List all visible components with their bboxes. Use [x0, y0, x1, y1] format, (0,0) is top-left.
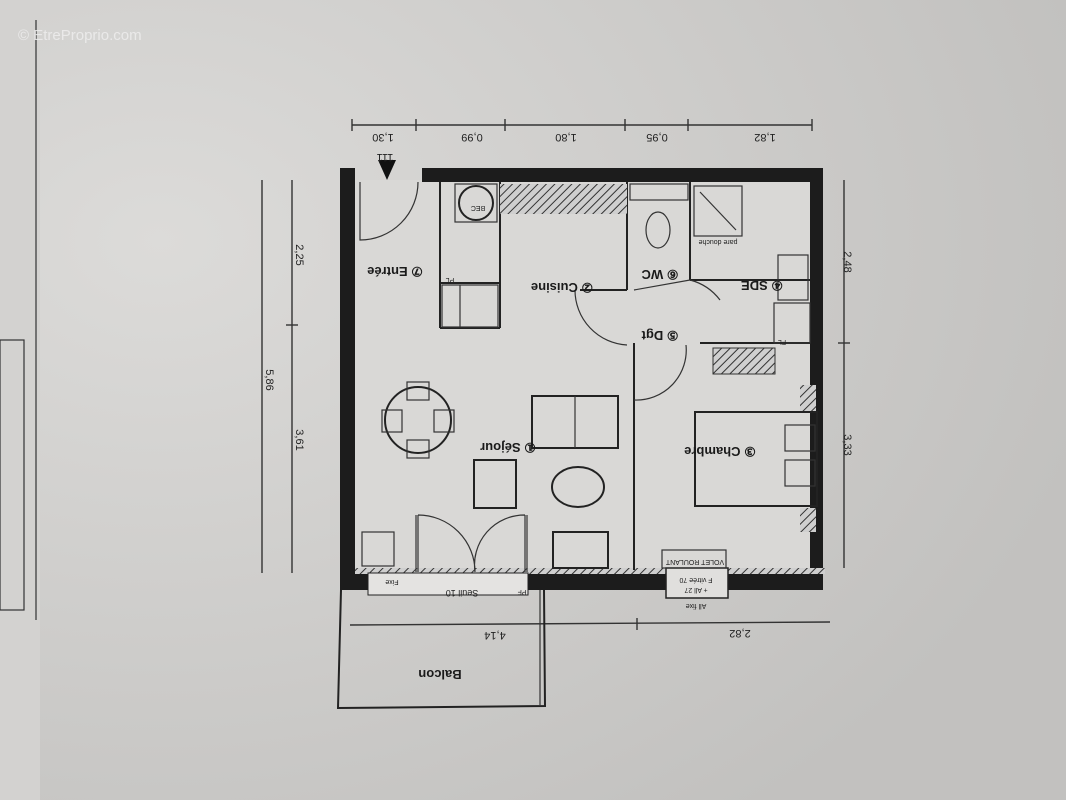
dim-top-5: 1,82 — [754, 131, 775, 143]
window-label-1: F vitrée 70 — [679, 576, 712, 583]
dim-right-2: 3,33 — [841, 434, 853, 455]
room-label-entree: ⑦ Entrée — [367, 264, 423, 279]
dim-top-4: 0,95 — [646, 131, 667, 143]
dim-left-2: 3,61 — [293, 429, 305, 450]
room-label-sde: ④ SDE — [741, 278, 783, 293]
room-label-dgt: ⑤ Dgt — [641, 328, 679, 343]
volet-roulant-label: VOLET ROULANT — [665, 558, 724, 565]
fixe-label: Fixe — [385, 578, 398, 585]
all-fixe-label: All fixe — [686, 602, 707, 609]
watermark: © EtreProprio.com — [18, 27, 142, 44]
doors — [359, 181, 721, 573]
dim-left-1: 2,25 — [293, 244, 305, 265]
dimension-left: 5,86 2,25 3,61 — [261, 180, 305, 573]
room-label-sejour: ① Séjour — [480, 440, 536, 455]
pare-douche-label: pare douche — [698, 238, 737, 245]
bec-label: BEC — [471, 204, 485, 211]
adjacent-page — [0, 0, 40, 800]
fl-label: FL — [778, 338, 786, 345]
pf-label: PF — [518, 588, 527, 595]
furniture — [361, 347, 818, 599]
dim-top-1: 1,30 — [372, 131, 393, 143]
dimension-right: 2,48 3,33 — [838, 180, 853, 568]
dim-right-1: 2,48 — [841, 251, 853, 272]
dim-top-2: 0,99 — [461, 131, 482, 143]
room-label-cuisine: ② Cuisine — [531, 280, 593, 295]
balcony — [336, 589, 547, 710]
interior-walls — [439, 182, 810, 570]
pl-label: PL — [446, 276, 455, 283]
seuil-label: Seuil 10 — [446, 588, 479, 598]
room-label-chambre: ③ Chambre — [684, 444, 756, 459]
kitchen-fixtures — [441, 183, 627, 328]
bathroom-fixtures — [629, 183, 811, 344]
room-label-wc: ⑥ WC — [641, 267, 679, 282]
entry-number: 111 — [377, 151, 394, 163]
entry-arrow-icon — [378, 160, 396, 180]
dim-top-3: 1,80 — [555, 131, 576, 143]
room-label-balcon: Balcon — [418, 667, 461, 682]
dim-left-total: 5,86 — [263, 369, 275, 390]
dim-bottom-2: 2,82 — [729, 627, 750, 639]
dim-bottom-1: 4,14 — [484, 629, 505, 641]
dimension-top: 1,30 0,99 1,80 0,95 1,82 — [351, 119, 813, 143]
dimension-bottom: 4,14 2,82 — [349, 618, 831, 641]
window-label-2: + All 27 — [684, 586, 707, 593]
